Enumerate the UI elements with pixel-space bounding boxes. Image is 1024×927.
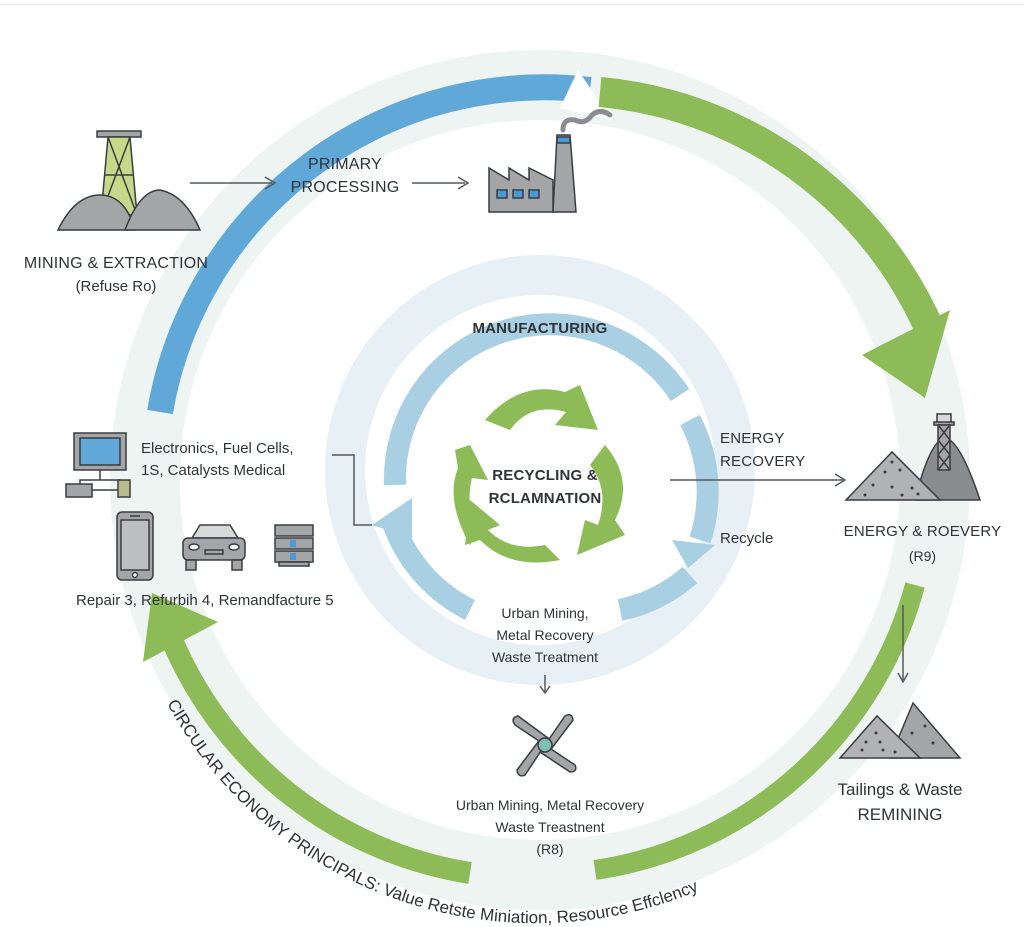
tailings-line1: Tailings & Waste [837, 780, 963, 799]
ore-piles-tower-icon [844, 413, 982, 501]
manufacturing-label: MANUFACTURING [472, 320, 608, 337]
green-bottom-left-arc [161, 635, 472, 884]
primary-line1: PRIMARY [307, 156, 382, 173]
factory-icon [488, 109, 613, 213]
inner-blue-arc-right [680, 414, 719, 544]
tailings-piles-icon [838, 701, 962, 759]
inner-arrowhead-left [372, 498, 412, 538]
urban-inner-line1: Urban Mining, [501, 605, 589, 621]
inner-halo-ring [325, 255, 755, 685]
products-line2: 1S, Catalysts Medical [141, 462, 286, 479]
urban-inner-line3: Waste Treatment [491, 649, 599, 665]
energy-recovery-line2: RECOVERY [720, 453, 806, 470]
recycle-label: Recycle [720, 530, 774, 547]
blue-outer-arc [147, 74, 592, 415]
products-line1: Electronics, Fuel Cells, [141, 440, 294, 457]
green-top-right-arc [598, 77, 944, 337]
connector-products-to-ring [332, 454, 372, 526]
mining-title: MINING & EXTRACTION [23, 255, 209, 272]
arrowhead [457, 176, 470, 190]
smartphone-icon [116, 511, 154, 581]
urban-outer-line2: Waste Treastnent [495, 819, 605, 835]
inner-arrowhead-right [672, 540, 715, 568]
green-bottom-right-arc [593, 582, 925, 880]
arrowhead [539, 685, 551, 695]
energy-node-subtitle: (R9) [908, 548, 937, 564]
energy-recovery-line1: ENERGY [720, 430, 785, 447]
top-border [0, 4, 1024, 5]
arrowhead [897, 672, 909, 684]
server-rack-icon [274, 524, 314, 567]
arrowhead [834, 473, 847, 487]
inner-blue-arc-bottom-right [617, 566, 698, 621]
urban-outer-line1: Urban Mining, Metal Recovery [455, 797, 645, 813]
blue-arc-gap [560, 70, 612, 120]
urban-inner-line2: Metal Recovery [496, 627, 594, 643]
recycling-line2: RCLAMNATION [488, 490, 602, 507]
energy-node-title: ENERGY & ROEVERY [843, 523, 1002, 540]
tailings-line2: REMINING [857, 805, 943, 824]
recycling-line1: RECYCLING & [492, 467, 598, 484]
mining-subtitle: (Refuse Ro) [75, 278, 157, 295]
fan-icon [512, 713, 577, 777]
computer-icon [65, 432, 131, 498]
green-arrowhead-left [143, 593, 218, 662]
mining-tower-icon [56, 130, 202, 231]
arrowhead [264, 176, 277, 190]
repair-refurbish-remanufacture: Repair 3, Refurbih 4, Remandfacture 5 [76, 592, 334, 609]
green-arrowhead-right [862, 310, 950, 398]
recycle-icon [453, 385, 625, 563]
inner-blue-arc-top [383, 313, 690, 486]
car-icon [182, 524, 246, 571]
urban-outer-line3: (R8) [536, 841, 564, 857]
primary-line2: PROCESSING [290, 179, 400, 196]
